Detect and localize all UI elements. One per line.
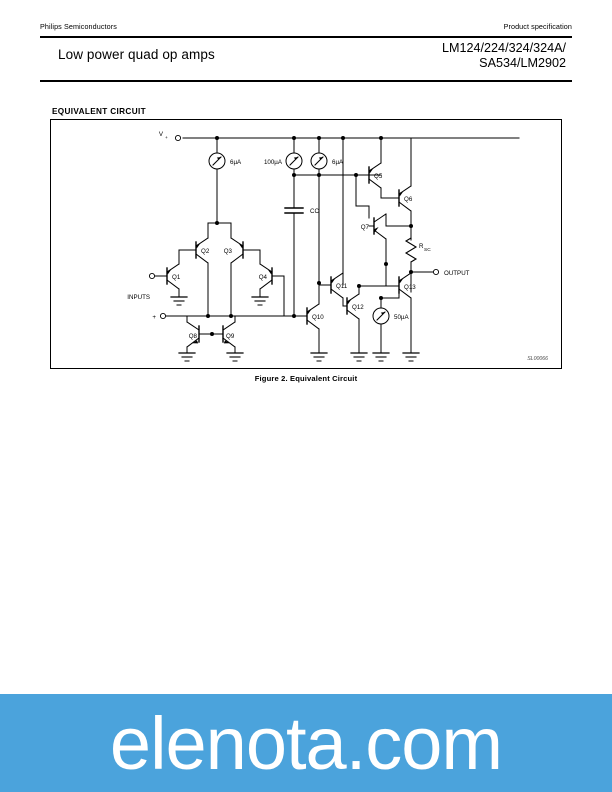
company-name: Philips Semiconductors <box>40 22 117 31</box>
part-numbers-line1: LM124/224/324/324A/ <box>442 41 566 55</box>
label-q11: Q11 <box>336 283 348 290</box>
header-rule-top <box>40 36 572 39</box>
watermark-text: elenota.com <box>109 702 503 785</box>
equivalent-circuit-figure: V + 6µA 100µA 6µA 50µA CC R SC OUTPUT IN… <box>50 119 562 369</box>
page-title: Low power quad op amps <box>58 47 215 62</box>
label-q1: Q1 <box>172 274 181 281</box>
figure-caption: Figure 2. Equivalent Circuit <box>254 374 358 383</box>
label-q4: Q4 <box>259 274 268 281</box>
label-q2: Q2 <box>201 248 210 255</box>
label-q9: Q9 <box>226 333 235 340</box>
drawing-id: SL00066 <box>527 356 548 362</box>
label-res-rsc: R <box>419 243 424 250</box>
label-q5: Q5 <box>374 173 383 180</box>
label-q12: Q12 <box>352 304 364 311</box>
label-current-6ua-left: 6µA <box>230 159 242 166</box>
label-cap-cc: CC <box>310 208 319 215</box>
label-inputs: INPUTS <box>127 294 150 301</box>
part-numbers-line2: SA534/LM2902 <box>479 55 566 70</box>
label-q8: Q8 <box>189 333 198 340</box>
label-input-plus: + <box>152 314 156 321</box>
page-header: Philips Semiconductors Product specifica… <box>40 22 572 34</box>
schematic-svg: V + 6µA 100µA 6µA 50µA CC R SC OUTPUT IN… <box>127 131 548 362</box>
label-q13: Q13 <box>404 284 416 291</box>
label-current-6ua-right: 6µA <box>332 159 344 166</box>
label-q6: Q6 <box>404 196 413 203</box>
document-type: Product specification <box>503 22 572 31</box>
label-output: OUTPUT <box>444 270 470 277</box>
header-rule-bottom <box>40 80 572 82</box>
label-vplus-sign: + <box>165 136 168 141</box>
label-vplus: V <box>159 131 164 138</box>
label-q7: Q7 <box>361 224 370 231</box>
section-heading: EQUIVALENT CIRCUIT <box>52 107 146 116</box>
label-q10: Q10 <box>312 314 324 321</box>
part-numbers: LM124/224/324/324A/ SA534/LM2902 <box>442 41 566 70</box>
watermark-band <box>0 694 612 792</box>
label-res-rsc-sub: SC <box>424 247 431 253</box>
label-current-50ua: 50µA <box>394 314 409 321</box>
label-q3: Q3 <box>224 248 233 255</box>
label-current-100ua: 100µA <box>264 159 283 166</box>
